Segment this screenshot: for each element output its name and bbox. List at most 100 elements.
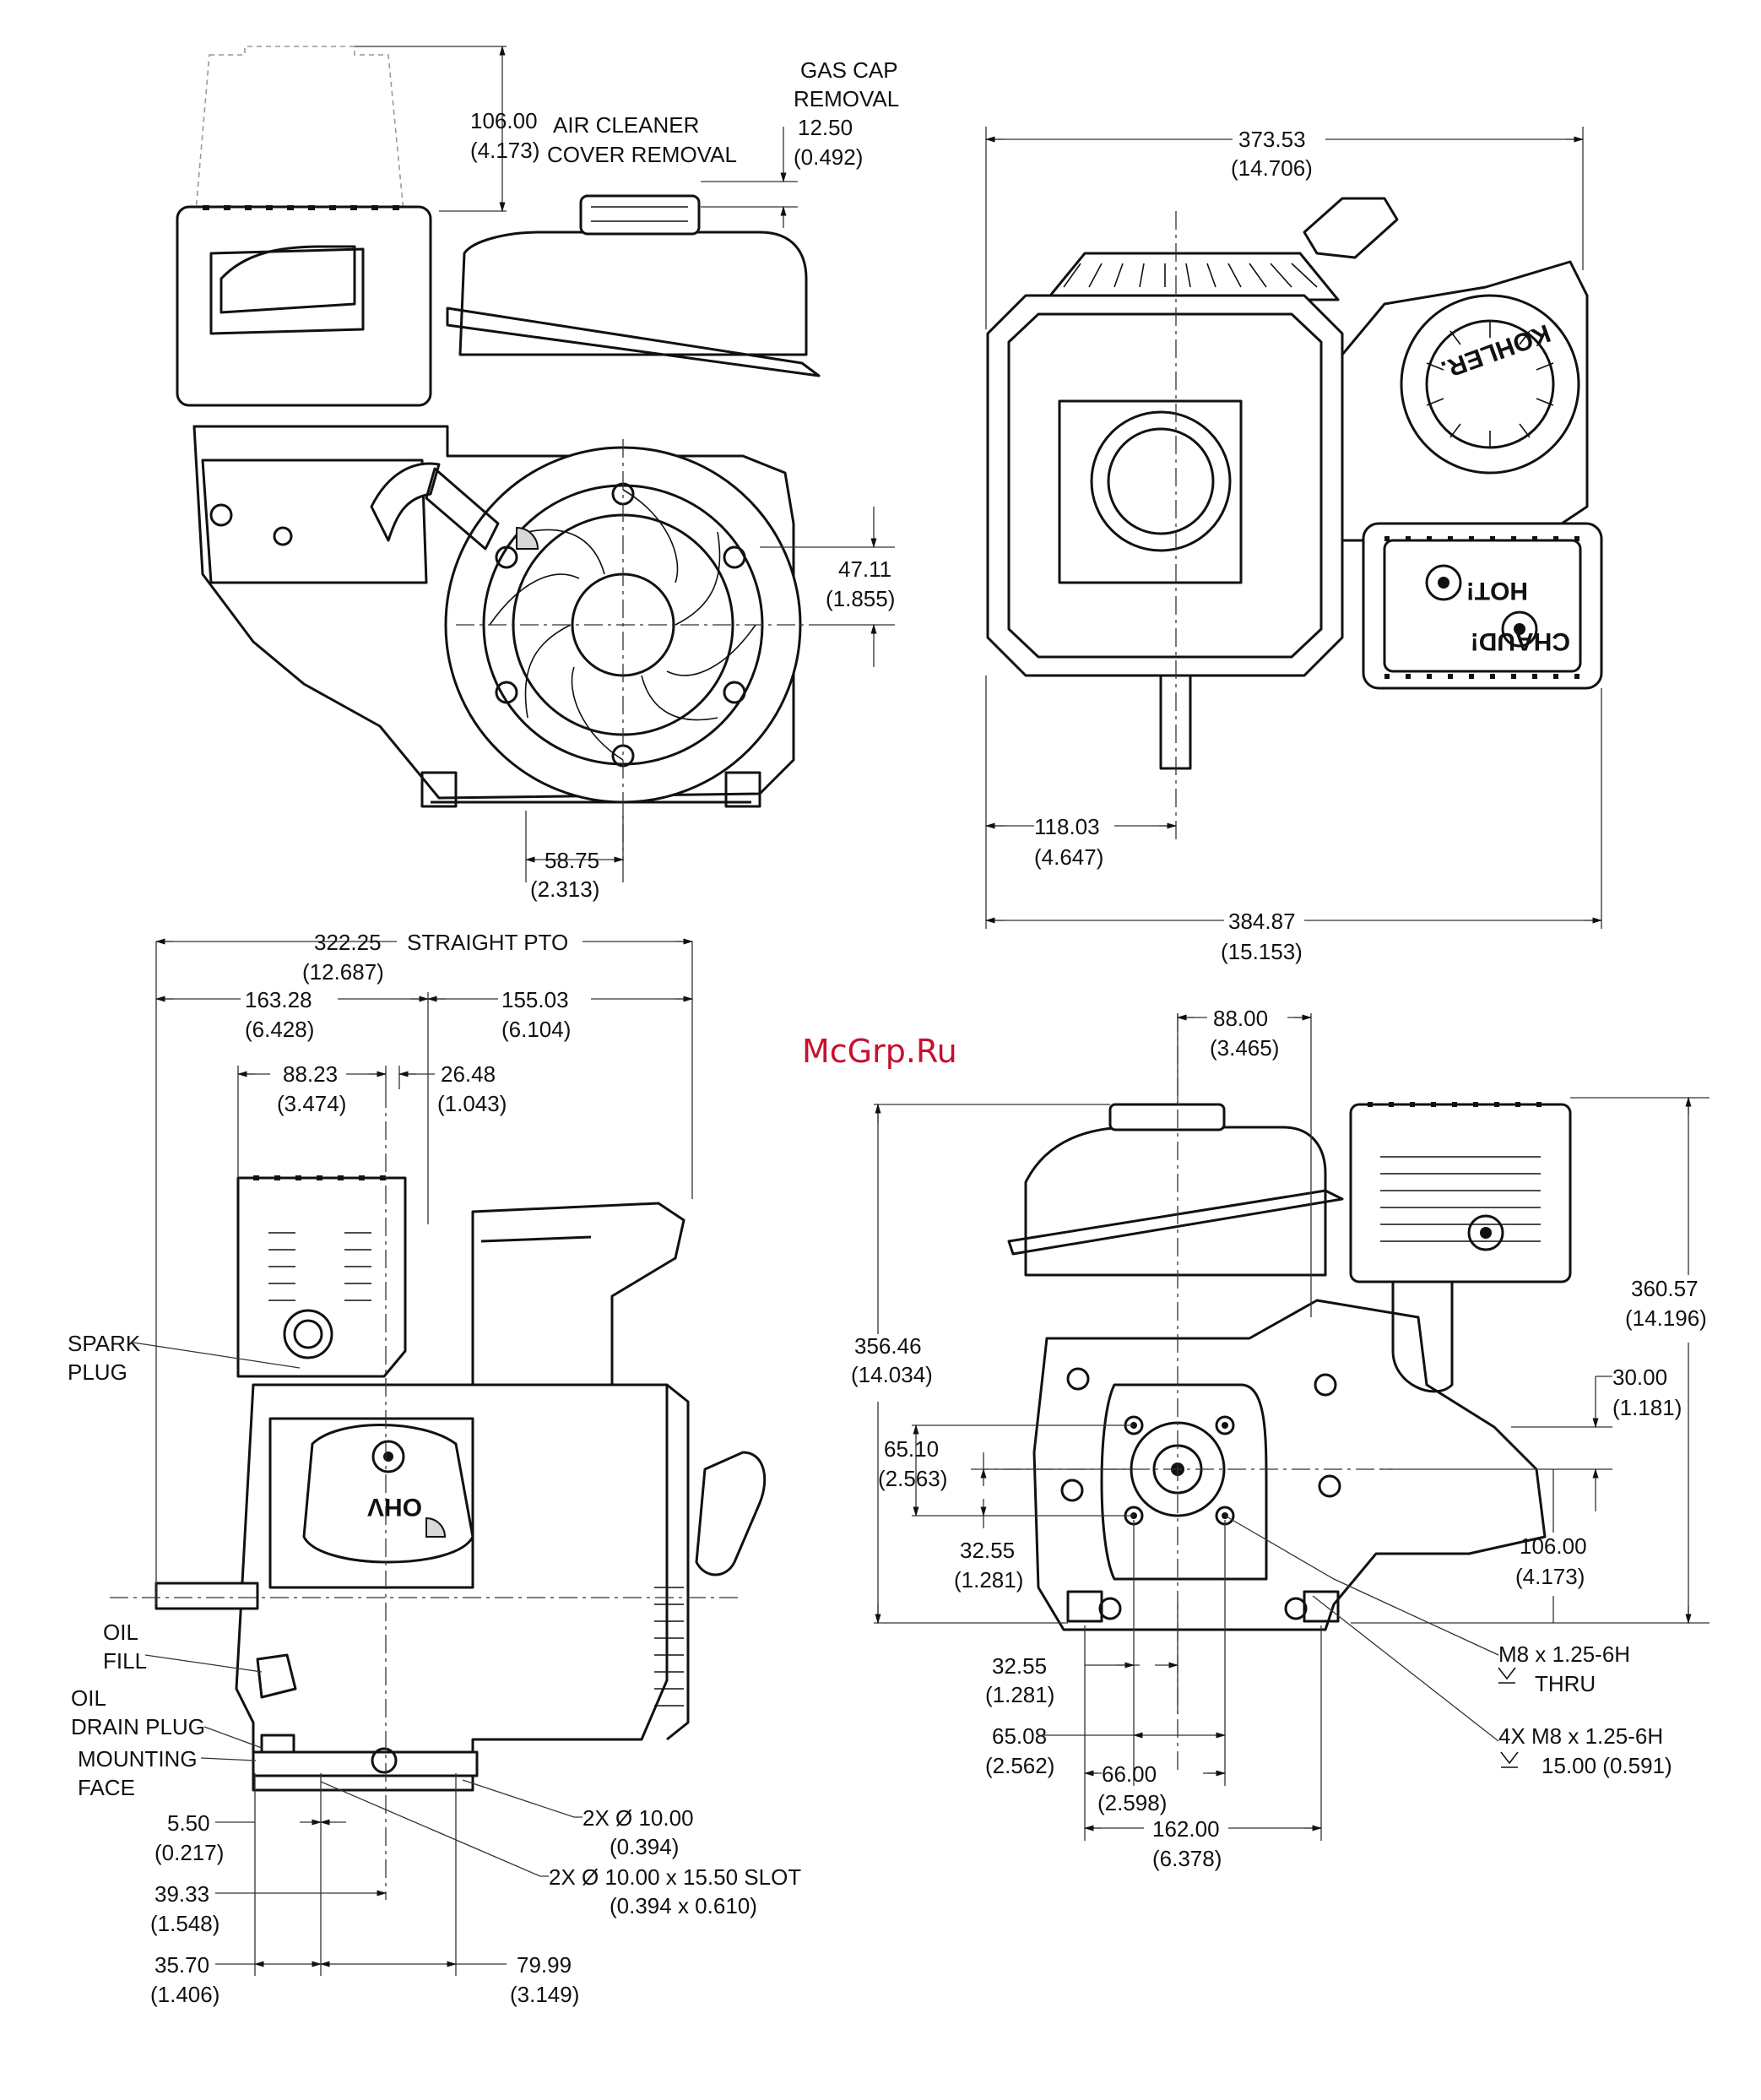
pto-shaft-top <box>1159 674 1192 770</box>
svg-text:OIL: OIL <box>103 1620 138 1645</box>
svg-text:(14.196): (14.196) <box>1625 1305 1707 1331</box>
top-view: KOHLER. HOT! CHAUD! <box>986 197 1603 844</box>
fuel-tank-pto <box>1024 1126 1327 1277</box>
svg-text:REMOVAL: REMOVAL <box>794 86 899 111</box>
svg-text:(1.406): (1.406) <box>150 1982 219 2007</box>
muffler <box>1362 522 1603 690</box>
svg-text:(6.104): (6.104) <box>501 1017 571 1042</box>
svg-text:(12.687): (12.687) <box>302 959 384 985</box>
svg-text:(2.563): (2.563) <box>878 1466 947 1491</box>
svg-text:FILL: FILL <box>103 1648 147 1674</box>
svg-text:M8 x 1.25-6H: M8 x 1.25-6H <box>1498 1641 1630 1667</box>
svg-text:(14.706): (14.706) <box>1231 155 1313 181</box>
svg-text:155.03: 155.03 <box>501 987 569 1012</box>
svg-text:32.55: 32.55 <box>960 1538 1015 1563</box>
svg-text:360.57: 360.57 <box>1631 1276 1699 1301</box>
side-view <box>176 46 821 861</box>
svg-text:58.75: 58.75 <box>545 848 599 873</box>
svg-text:(2.313): (2.313) <box>530 876 599 902</box>
svg-text:88.00: 88.00 <box>1213 1006 1268 1031</box>
svg-text:GAS CAP: GAS CAP <box>800 57 898 83</box>
svg-text:65.10: 65.10 <box>884 1436 939 1462</box>
svg-text:(0.217): (0.217) <box>154 1840 224 1865</box>
top-view-dimensions: 373.53 (14.706) 118.03 (4.647) 384.87 (1… <box>984 127 1603 964</box>
svg-text:2X Ø 10.00 x 15.50 SLOT: 2X Ø 10.00 x 15.50 SLOT <box>549 1864 801 1890</box>
side-view-dimensions: 106.00 (4.173) AIR CLEANER COVER REMOVAL… <box>355 45 899 902</box>
svg-text:(4.173): (4.173) <box>470 138 539 163</box>
svg-text:322.25: 322.25 <box>314 930 382 955</box>
svg-text:(3.465): (3.465) <box>1210 1035 1279 1061</box>
svg-text:47.11: 47.11 <box>838 556 891 582</box>
svg-text:THRU: THRU <box>1535 1671 1596 1696</box>
svg-text:(3.149): (3.149) <box>510 1982 579 2007</box>
air-cleaner-ghost <box>195 46 404 212</box>
oil-fill-cap <box>1090 410 1232 552</box>
svg-text:35.70: 35.70 <box>154 1952 209 1978</box>
svg-text:356.46: 356.46 <box>854 1333 922 1359</box>
svg-text:STRAIGHT PTO: STRAIGHT PTO <box>407 930 568 955</box>
watermark: McGrp.Ru <box>802 1033 957 1070</box>
svg-text:88.23: 88.23 <box>283 1061 338 1087</box>
fuel-tank-front <box>471 1202 685 1386</box>
muffler-pto <box>1349 1103 1572 1283</box>
air-cleaner-vents <box>203 205 399 210</box>
front-view-dimensions: 322.25 (12.687) STRAIGHT PTO 163.28 (6.4… <box>68 930 801 2007</box>
svg-text:(4.173): (4.173) <box>1515 1564 1585 1589</box>
svg-text:(6.428): (6.428) <box>245 1017 314 1042</box>
svg-text:106.00: 106.00 <box>470 108 538 133</box>
svg-text:(6.378): (6.378) <box>1152 1846 1222 1871</box>
front-view: OHV <box>110 1089 767 1900</box>
svg-text:FACE: FACE <box>78 1775 135 1800</box>
svg-text:384.87: 384.87 <box>1228 909 1296 934</box>
svg-text:79.99: 79.99 <box>517 1952 572 1978</box>
svg-text:(4.647): (4.647) <box>1034 844 1103 870</box>
muffler-warning-hot: HOT! <box>1466 577 1528 605</box>
svg-text:30.00: 30.00 <box>1612 1365 1667 1390</box>
pto-view-dimensions: 88.00 (3.465) 356.46 (14.034) 360.57 (14… <box>851 1006 1710 1871</box>
svg-text:(2.598): (2.598) <box>1097 1790 1167 1815</box>
mounting-base <box>252 1750 479 1777</box>
starter-handle-front <box>695 1451 767 1576</box>
pto-flange <box>1100 1383 1268 1581</box>
muffler-warning-chaud: CHAUD! <box>1471 627 1570 655</box>
gas-cap <box>579 194 701 236</box>
ohv-logo: OHV <box>367 1493 422 1521</box>
gas-cap-top <box>1303 197 1399 259</box>
svg-text:DRAIN PLUG: DRAIN PLUG <box>71 1714 205 1739</box>
svg-text:163.28: 163.28 <box>245 987 312 1012</box>
oil-fill-cap-front <box>256 1653 297 1699</box>
svg-text:OIL: OIL <box>71 1685 106 1711</box>
svg-text:(1.281): (1.281) <box>954 1567 1023 1593</box>
svg-text:(1.548): (1.548) <box>150 1911 219 1936</box>
svg-text:(1.281): (1.281) <box>985 1682 1054 1707</box>
svg-text:(14.034): (14.034) <box>851 1362 933 1387</box>
svg-text:(1.855): (1.855) <box>826 586 895 611</box>
svg-text:2X Ø 10.00: 2X Ø 10.00 <box>582 1805 694 1831</box>
svg-text:(1.181): (1.181) <box>1612 1395 1682 1420</box>
svg-text:5.50: 5.50 <box>167 1810 210 1836</box>
svg-text:COVER REMOVAL: COVER REMOVAL <box>547 142 737 167</box>
svg-text:(0.394): (0.394) <box>610 1834 679 1859</box>
svg-text:15.00 (0.591): 15.00 (0.591) <box>1542 1753 1672 1778</box>
air-cleaner-front <box>236 1176 407 1378</box>
svg-text:SPARK: SPARK <box>68 1331 141 1356</box>
svg-text:66.00: 66.00 <box>1102 1761 1157 1787</box>
pto-shaft-front <box>154 1582 259 1610</box>
svg-text:373.53: 373.53 <box>1238 127 1306 152</box>
gas-cap-pto <box>1108 1103 1226 1131</box>
svg-text:118.03: 118.03 <box>1034 814 1100 839</box>
svg-text:(1.043): (1.043) <box>437 1091 507 1116</box>
air-cleaner-top <box>986 294 1344 677</box>
starter-handle <box>370 462 441 542</box>
recoil-fins <box>489 489 756 761</box>
svg-text:4X M8 x 1.25-6H: 4X M8 x 1.25-6H <box>1498 1723 1663 1749</box>
svg-text:(0.492): (0.492) <box>794 144 863 170</box>
svg-text:(2.562): (2.562) <box>985 1753 1054 1778</box>
svg-text:26.48: 26.48 <box>441 1061 496 1087</box>
svg-text:32.55: 32.55 <box>992 1653 1047 1679</box>
svg-text:162.00: 162.00 <box>1152 1816 1220 1842</box>
svg-text:AIR CLEANER: AIR CLEANER <box>553 112 699 138</box>
blower-housing <box>1045 252 1340 301</box>
svg-text:39.33: 39.33 <box>154 1881 209 1907</box>
